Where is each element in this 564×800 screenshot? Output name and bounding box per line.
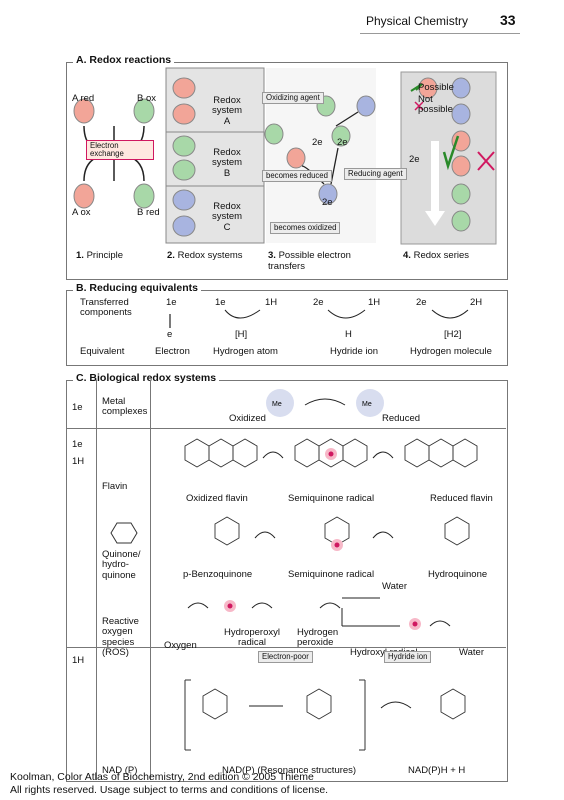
col-electron-top: 1e bbox=[166, 297, 177, 308]
metal-eq: 1e bbox=[72, 402, 83, 413]
series-e-label: 2e bbox=[409, 154, 420, 165]
col-h2-name: Hydrogen molecule bbox=[410, 346, 492, 357]
e-label-1: 2e bbox=[312, 137, 323, 148]
header-rule bbox=[360, 33, 520, 34]
becomes-reduced-callout: becomes reduced bbox=[262, 170, 332, 183]
section-b-frame bbox=[66, 290, 508, 366]
nadh-label: NAD(P)H + H bbox=[408, 765, 466, 776]
e-label-2: 2e bbox=[337, 137, 348, 148]
section-b-title: B. Reducing equivalents bbox=[73, 282, 201, 294]
hydroquinone-label: Hydroquinone bbox=[428, 569, 488, 580]
transferred-components-label: Transferred components bbox=[80, 297, 132, 319]
page-number: 33 bbox=[500, 12, 516, 28]
col-hatom-top2: 1H bbox=[265, 297, 278, 308]
nad-name: NAD (P) bbox=[102, 765, 138, 776]
flavin-oxidized: Oxidized flavin bbox=[186, 493, 248, 504]
oxidizing-agent-callout: Oxidizing agent bbox=[262, 92, 324, 105]
eq-1e: 1e bbox=[72, 439, 83, 450]
metal-reduced: Reduced bbox=[382, 413, 421, 424]
redox-systems-diagram bbox=[165, 67, 265, 244]
section-c-frame bbox=[66, 380, 508, 782]
quinone-semiquinone-label: Semiquinone radical bbox=[288, 569, 375, 580]
section-a-frame bbox=[66, 62, 508, 280]
b-red-label: B red bbox=[137, 207, 160, 218]
electron-exchange-box: Electron exchange bbox=[86, 140, 154, 161]
caption-redox-series: 4. Redox series bbox=[403, 250, 470, 261]
col-hydride-top: 2e bbox=[313, 297, 324, 308]
nad-structures bbox=[184, 679, 466, 751]
equivalent-label: Equivalent bbox=[80, 346, 125, 357]
section-b-arrows bbox=[169, 309, 469, 328]
section-a-title: A. Redox reactions bbox=[73, 54, 175, 66]
quinone-name: Quinone/ hydro- quinone bbox=[102, 549, 141, 581]
svg-text:Me: Me bbox=[362, 401, 372, 408]
col-electron-name: Electron bbox=[155, 346, 190, 357]
ros-oxygen: Oxygen bbox=[164, 640, 197, 651]
redox-system-c-label: Redox system C bbox=[211, 201, 243, 233]
ros-hydroperoxyl: Hydroperoxyl radical bbox=[224, 627, 280, 649]
footer-line-2: All rights reserved. Usage subject to te… bbox=[10, 784, 329, 796]
hydride-ion-callout: Hydride ion bbox=[384, 651, 432, 664]
running-header: Physical Chemistry bbox=[366, 14, 469, 28]
nad-eq: 1H bbox=[72, 655, 85, 666]
ros-name: Reactive oxygen species (ROS) bbox=[102, 616, 139, 659]
col-hatom-name: Hydrogen atom bbox=[213, 346, 278, 357]
svg-text:Me: Me bbox=[272, 401, 282, 408]
ros-water-top: Water bbox=[382, 581, 407, 592]
col-hydride-bottom: H bbox=[345, 329, 352, 340]
col-h2-top2: 2H bbox=[470, 297, 483, 308]
col-h2-top: 2e bbox=[416, 297, 427, 308]
col-hatom-bottom: [H] bbox=[235, 329, 248, 340]
section-c-col-divider bbox=[96, 380, 97, 780]
ros-hydrogen-peroxide: Hydrogen peroxide bbox=[297, 627, 339, 649]
ros-hydroxyl: Hydroxyl radical bbox=[350, 647, 418, 658]
metal-oxidized: Oxidized bbox=[229, 413, 266, 424]
caption-redox-systems: 2. Redox systems bbox=[167, 250, 243, 261]
col-hydride-top2: 1H bbox=[368, 297, 381, 308]
ros-water-bottom: Water bbox=[459, 647, 484, 658]
a-ox-label: A ox bbox=[72, 207, 91, 218]
flavin-reduced: Reduced flavin bbox=[430, 493, 493, 504]
redox-system-b-label: Redox system B bbox=[211, 147, 243, 179]
col-hydride-name: Hydride ion bbox=[330, 346, 379, 357]
col-h2-bottom: [H2] bbox=[444, 329, 462, 340]
section-c-row-divider-2 bbox=[66, 647, 506, 648]
eq-1h: 1H bbox=[72, 456, 85, 467]
redox-series-diagram bbox=[400, 71, 497, 245]
redox-system-a-label: Redox system A bbox=[211, 95, 243, 127]
becomes-oxidized-callout: becomes oxidized bbox=[270, 222, 341, 235]
flavin-semiquinone: Semiquinone radical bbox=[288, 493, 375, 504]
possible-legend: Possible bbox=[418, 82, 454, 93]
reducing-agent-callout: Reducing agent bbox=[344, 168, 407, 181]
col-hatom-top: 1e bbox=[215, 297, 226, 308]
metal-complexes-name: Metal complexes bbox=[102, 396, 148, 418]
section-c-col-divider-2 bbox=[150, 380, 151, 780]
quinone-structures bbox=[214, 516, 470, 551]
section-c-row-divider-1 bbox=[66, 428, 506, 429]
flavin-name: Flavin bbox=[102, 481, 128, 492]
e-label-3: 2e bbox=[322, 197, 333, 208]
section-c-title: C. Biological redox systems bbox=[73, 372, 220, 384]
caption-principle: 1. Principle bbox=[76, 250, 124, 261]
caption-possible-transfers: 3. Possible electron transfers bbox=[268, 250, 351, 272]
footer-line-1: Koolman, Color Atlas of Biochemistry, 2n… bbox=[10, 771, 314, 783]
benzoquinone-label: p-Benzoquinone bbox=[183, 569, 253, 580]
b-ox-label: B ox bbox=[137, 93, 157, 104]
not-possible-legend: Not possible bbox=[418, 94, 453, 116]
nad-resonance-label: NAD(P) (Resonance structures) bbox=[222, 765, 357, 776]
a-red-label: A red bbox=[72, 93, 95, 104]
electron-poor-callout: Electron-poor bbox=[258, 651, 313, 664]
col-electron-bottom: e bbox=[167, 329, 173, 340]
metal-complex-figure: Me Me bbox=[266, 389, 384, 417]
flavin-structures bbox=[184, 438, 478, 468]
ros-scheme bbox=[187, 597, 451, 630]
benzene-icon bbox=[110, 522, 138, 544]
